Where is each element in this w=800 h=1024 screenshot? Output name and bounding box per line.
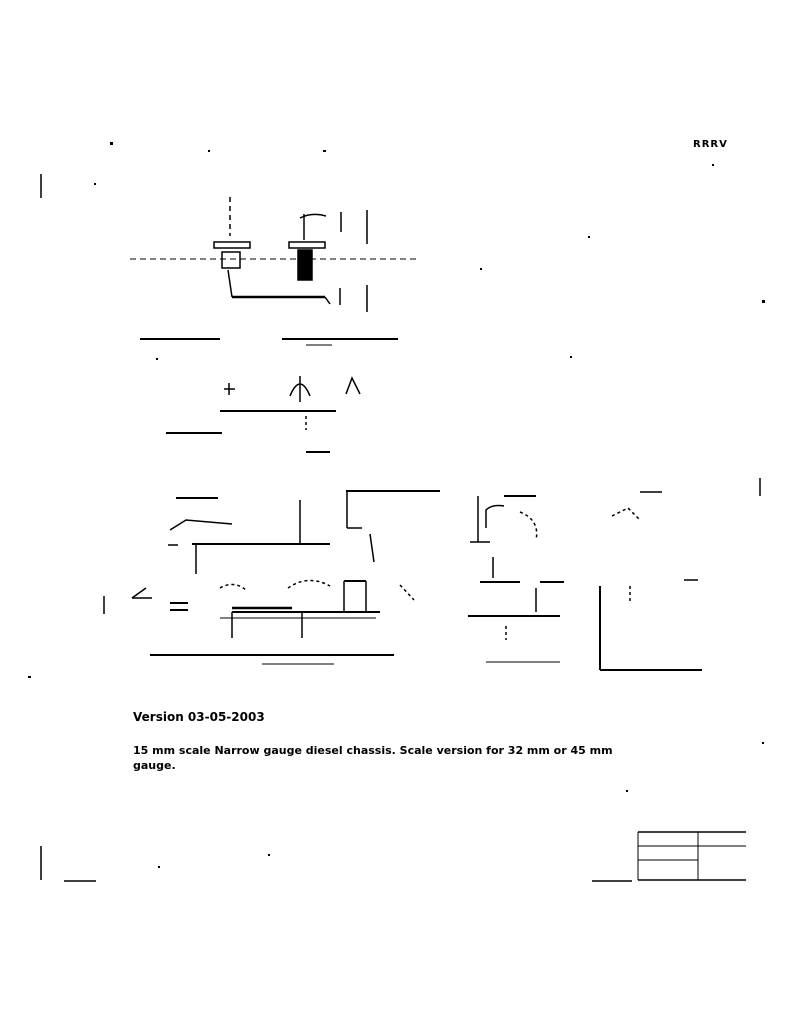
drawing-description: 15 mm scale Narrow gauge diesel chassis.…: [133, 744, 613, 772]
scan-noise: [28, 142, 765, 868]
top-view: [130, 197, 420, 346]
end-view: [166, 376, 361, 453]
section-view: [468, 495, 564, 663]
title-block: [637, 831, 746, 881]
drawing-corner-label: RRRV: [693, 139, 728, 150]
side-view: [131, 490, 440, 665]
version-label: Version 03-05-2003: [133, 710, 265, 724]
detail-view: [599, 478, 761, 671]
